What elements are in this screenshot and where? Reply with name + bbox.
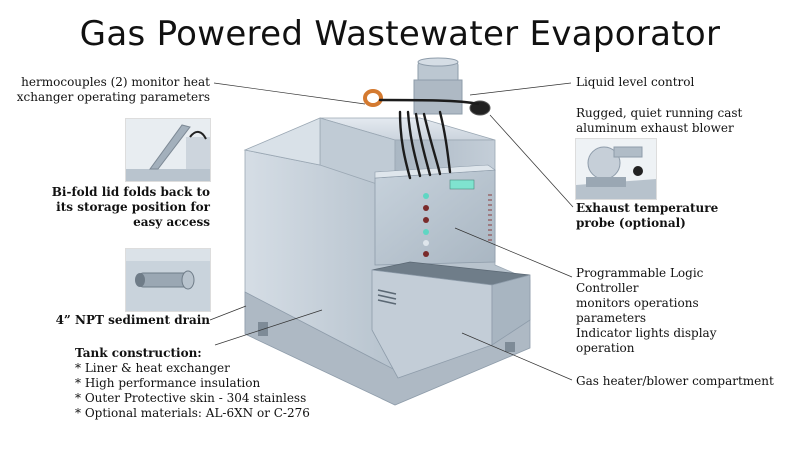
label-blower-line: aluminum exhaust blower [576, 121, 734, 135]
tank-item: * High performance insulation [75, 376, 261, 390]
tank-item: * Outer Protective skin - 304 stainless [75, 391, 307, 405]
label-exhaust-probe: Exhaust temperature probe (optional) [576, 201, 718, 231]
label-plc-line: parameters [576, 311, 647, 325]
label-plc-line: Indicator lights display [576, 326, 717, 340]
plc-display [449, 179, 475, 190]
label-gas-heater: Gas heater/blower compartment [576, 374, 774, 388]
label-bifold-line: Bi-fold lid folds back to [51, 185, 210, 199]
indicator-light-icon [423, 217, 429, 223]
label-blower-line: Rugged, quiet running cast [576, 106, 743, 120]
label-plc-line: Programmable Logic [576, 266, 704, 280]
tank-body-top [243, 117, 321, 166]
indicator-light-icon [423, 251, 429, 257]
tank-item: * Optional materials: AL-6XN or C-276 [75, 406, 310, 420]
bifold-lid-thumbnail [125, 118, 211, 182]
label-thermocouples: hermocouples (2) monitor heat xchanger o… [0, 75, 210, 105]
heater-vent-slots [377, 289, 397, 305]
exhaust-blower-thumbnail [575, 138, 657, 200]
tank-heading: Tank construction: [75, 346, 202, 360]
plc-box-front [374, 169, 496, 266]
label-bifold-line: easy access [133, 215, 210, 229]
indicator-light-icon [423, 193, 429, 199]
plc-side-scale [488, 194, 492, 241]
label-tank-construction: Tank construction: * Liner & heat exchan… [75, 346, 335, 421]
label-exhaust-line: probe (optional) [576, 216, 686, 230]
label-plc: Programmable Logic Controller monitors o… [576, 266, 716, 356]
label-thermocouples-line: xchanger operating parameters [16, 90, 210, 104]
label-bifold-line: its storage position for [56, 200, 210, 214]
label-exhaust-line: Exhaust temperature [576, 201, 719, 215]
label-plc-line: Controller [576, 281, 639, 295]
tank-item: * Liner & heat exchanger [75, 361, 230, 375]
label-liquid-level: Liquid level control [576, 75, 695, 89]
thermocouple-ring-icon [363, 89, 383, 107]
label-plc-line: operation [576, 341, 635, 355]
leader-lines [209, 82, 574, 381]
indicator-light-icon [423, 205, 429, 211]
label-thermocouples-line: hermocouples (2) monitor heat [21, 75, 210, 89]
diagram-title: Gas Powered Wastewater Evaporator [79, 14, 721, 54]
label-exhaust-blower: Rugged, quiet running cast aluminum exha… [576, 106, 742, 136]
control-cables [378, 98, 480, 180]
heater-drawer-front [371, 269, 493, 379]
tank-foot-right [505, 342, 515, 352]
indicator-light-icon [423, 229, 429, 235]
sediment-drain-thumbnail [125, 248, 211, 312]
label-plc-line: monitors operations [576, 296, 699, 310]
indicator-light-icon [423, 240, 429, 246]
label-bifold-lid: Bi-fold lid folds back to its storage po… [20, 185, 210, 230]
label-sediment-drain: 4” NPT sediment drain [55, 313, 210, 327]
heater-drawer-side [491, 274, 531, 346]
